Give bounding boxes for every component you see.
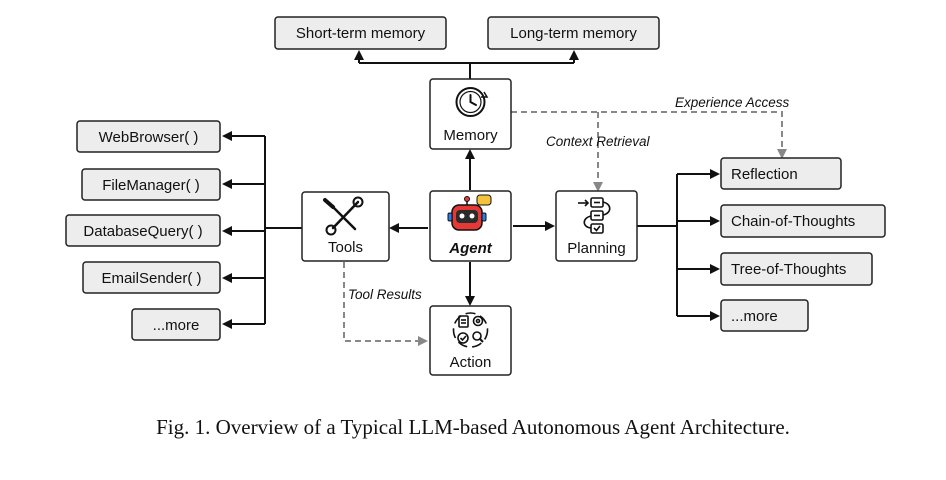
agent-label: Agent (448, 240, 493, 257)
memory-to-memory-types-edge (359, 62, 574, 79)
robot-icon (447, 194, 492, 231)
chain-of-thoughts-node: Chain-of-Thoughts (720, 204, 886, 238)
tools-more-label: ...more (153, 317, 200, 334)
tool-results-label: Tool Results (348, 287, 422, 302)
planning-to-strategies-trunk (637, 174, 678, 316)
checklist-icon (578, 197, 611, 234)
clock-icon (455, 87, 489, 117)
reflection-node: Reflection (720, 157, 842, 190)
tree-of-thoughts-node: Tree-of-Thoughts (720, 252, 873, 286)
experience-access-label: Experience Access (675, 95, 790, 110)
wrench-screwdriver-icon (323, 196, 364, 236)
tool-more-node: ...more (131, 308, 221, 341)
file-manager-label: FileManager( ) (102, 177, 200, 194)
long-term-memory-label: Long-term memory (510, 25, 637, 42)
chain-of-thoughts-label: Chain-of-Thoughts (731, 213, 855, 230)
tool-email-sender-node: EmailSender( ) (82, 261, 221, 294)
agent-node: Agent (429, 190, 512, 262)
planning-node: Planning (555, 190, 638, 262)
planning-more-node: ...more (720, 299, 809, 332)
database-query-label: DatabaseQuery( ) (83, 223, 202, 240)
short-term-memory-label: Short-term memory (296, 25, 426, 42)
long-term-memory-node: Long-term memory (487, 16, 660, 50)
action-cycle-icon (452, 312, 489, 348)
experience-access-edge (511, 111, 787, 159)
reflection-label: Reflection (731, 166, 798, 183)
architecture-diagram: Experience Access Context Retrieval Tool… (65, 16, 886, 376)
action-node: Action (429, 305, 512, 376)
tool-database-query-node: DatabaseQuery( ) (65, 214, 221, 247)
planning-label: Planning (567, 240, 625, 257)
tool-web-browser-node: WebBrowser( ) (76, 120, 221, 153)
action-label: Action (450, 354, 492, 371)
tree-of-thoughts-label: Tree-of-Thoughts (731, 261, 846, 278)
tools-to-functions-trunk (264, 136, 302, 324)
dashed-connectors (343, 111, 787, 346)
short-term-memory-node: Short-term memory (274, 16, 447, 50)
web-browser-label: WebBrowser( ) (99, 129, 199, 146)
tools-label: Tools (328, 239, 363, 256)
connectors (222, 50, 720, 329)
tool-results-edge (343, 262, 428, 346)
memory-node: Memory (429, 78, 512, 150)
memory-label: Memory (443, 127, 498, 144)
planning-more-label: ...more (731, 308, 778, 325)
tools-node: Tools (301, 191, 390, 262)
figure-caption: Fig. 1. Overview of a Typical LLM-based … (156, 415, 790, 439)
tool-file-manager-node: FileManager( ) (81, 168, 221, 201)
email-sender-label: EmailSender( ) (101, 270, 201, 287)
context-retrieval-label: Context Retrieval (546, 134, 651, 149)
